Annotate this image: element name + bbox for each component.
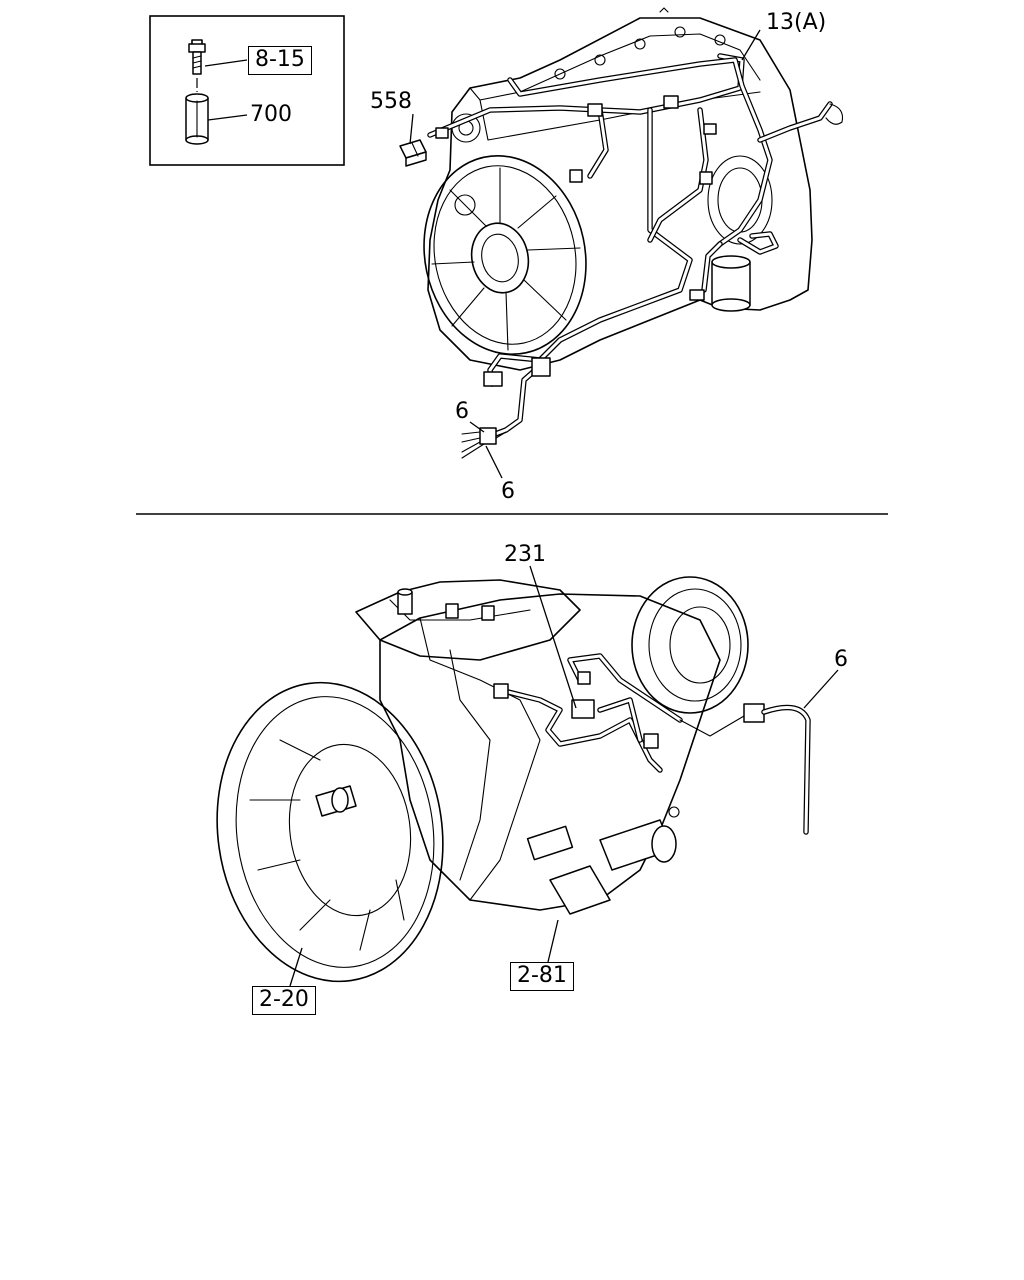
clutch-housing xyxy=(216,681,444,983)
bolt-icon xyxy=(188,39,206,92)
housing-ref-label[interactable]: 2-20 xyxy=(252,986,316,1015)
transmission-assembly xyxy=(216,565,839,987)
sleeve-ref-label[interactable]: 700 xyxy=(250,102,292,127)
cylinder-head xyxy=(554,7,726,80)
transmission-wiring-harness xyxy=(493,653,683,773)
shift-actuator xyxy=(526,806,680,915)
connector-558-icon xyxy=(399,139,427,167)
engine-wiring-harness xyxy=(427,53,844,439)
wire-ref-lower-label[interactable]: 6 xyxy=(501,479,515,504)
engine-harness-ref-label[interactable]: 13(A) xyxy=(766,10,827,35)
starter-motor xyxy=(711,255,751,312)
connector-ref-label[interactable]: 558 xyxy=(370,89,412,114)
rear-flange xyxy=(631,576,749,714)
actuator-ref-label[interactable]: 2-81 xyxy=(510,962,574,991)
cooling-fan xyxy=(423,154,587,356)
transmission-harness-ref-label[interactable]: 231 xyxy=(504,542,546,567)
inset-detail xyxy=(149,15,345,166)
sleeve-icon xyxy=(185,93,209,145)
engine-assembly xyxy=(399,7,844,479)
wire-ref-upper-label[interactable]: 6 xyxy=(455,399,469,424)
speed-sensor-cable xyxy=(679,703,811,835)
cable-ref-label[interactable]: 6 xyxy=(834,647,848,672)
bolt-ref-label[interactable]: 8-15 xyxy=(248,46,312,75)
